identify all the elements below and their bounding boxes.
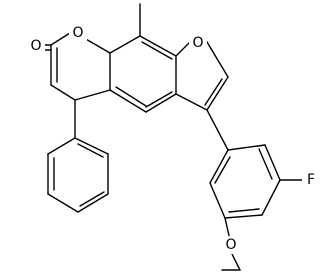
bond — [50, 84, 76, 101]
bond — [115, 86, 147, 107]
bond — [47, 137, 76, 155]
bond — [83, 37, 111, 54]
bond — [47, 193, 79, 213]
bond — [264, 144, 281, 181]
bond — [175, 93, 208, 111]
bond — [227, 144, 266, 151]
bond — [109, 89, 147, 113]
bond — [209, 182, 226, 219]
bond — [139, 35, 177, 57]
bond — [204, 78, 223, 106]
bond — [175, 41, 191, 57]
methoxy-oxygen-label: O — [225, 237, 236, 253]
bond — [209, 149, 229, 184]
bond — [77, 193, 109, 213]
bond — [206, 109, 229, 151]
bond — [228, 208, 260, 213]
furan-oxygen-label: O — [192, 35, 203, 51]
bond — [79, 191, 105, 207]
bond — [258, 148, 273, 180]
bond — [145, 93, 177, 113]
fluorine-label: F — [307, 172, 315, 188]
bond — [74, 137, 109, 155]
pyran-oxygen-label: O — [72, 25, 83, 41]
bond — [109, 35, 141, 54]
bond — [224, 214, 263, 219]
bond — [206, 41, 229, 78]
bond — [261, 179, 281, 216]
bond — [50, 32, 71, 46]
bond — [74, 89, 111, 101]
carbonyl-oxygen-label: O — [30, 38, 41, 54]
bond — [77, 143, 104, 158]
bond — [145, 91, 173, 108]
bond — [206, 76, 229, 111]
bond — [141, 41, 173, 60]
bond — [214, 156, 231, 184]
